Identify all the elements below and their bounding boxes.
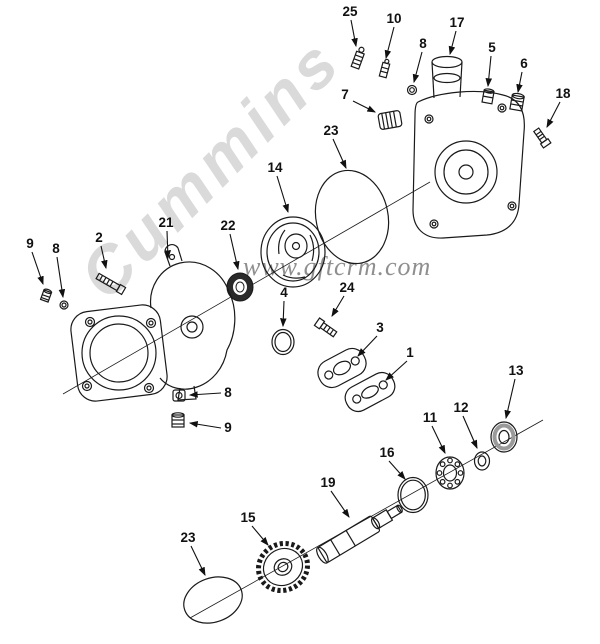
callout-8-lower: 8: [224, 385, 232, 400]
part-24-bolt: [313, 317, 338, 338]
callout-9-lower: 9: [224, 420, 232, 435]
callout-13: 13: [508, 363, 524, 378]
part-9-plug-lower: [171, 412, 185, 428]
callout-11: 11: [423, 410, 438, 425]
part-8-nut-lower: [172, 389, 186, 402]
part-23-gasket-top: [314, 169, 390, 265]
callout-24: 24: [339, 280, 355, 295]
part-7-plug: [377, 110, 403, 130]
part-11-bearing: [435, 456, 465, 490]
callout-23-bottom: 23: [180, 530, 196, 545]
part-17-housing: [412, 55, 525, 239]
part-9-plug-left: [39, 288, 53, 303]
callout-8-left: 8: [52, 241, 60, 256]
callout-17: 17: [449, 15, 464, 30]
callout-labels: 25 10 8 17 5 6 18 7 23 14 22 21 2 9 8 4 …: [26, 4, 571, 545]
part-2-stud: [95, 272, 127, 296]
part-21-pump-body: [70, 244, 236, 402]
part-15-gear: [255, 540, 311, 594]
part-8-oring-left: [59, 300, 69, 310]
part-23-gasket-bottom: [183, 576, 243, 624]
part-6-plug: [509, 92, 525, 112]
callout-19: 19: [320, 475, 335, 490]
callout-10: 10: [386, 11, 401, 26]
part-12-washer: [473, 451, 491, 471]
leader-lines: [31, 19, 561, 576]
part-5-plug: [481, 88, 495, 105]
part-22-seal: [226, 272, 254, 302]
part-4-oring: [271, 328, 295, 356]
callout-14: 14: [267, 160, 283, 175]
callout-22: 22: [220, 218, 235, 233]
callout-2: 2: [95, 230, 103, 245]
callout-18: 18: [555, 86, 571, 101]
callout-23-top: 23: [323, 123, 339, 138]
callout-16: 16: [379, 445, 395, 460]
part-10-fitting: [378, 58, 391, 79]
part-19-shaft: [316, 504, 403, 564]
callout-12: 12: [453, 400, 468, 415]
callout-9-left: 9: [26, 236, 34, 251]
part-25-fitting: [350, 46, 365, 70]
callout-8-top: 8: [419, 36, 427, 51]
callout-5: 5: [488, 40, 496, 55]
callout-4: 4: [280, 285, 288, 300]
callout-3: 3: [376, 320, 384, 335]
callout-15: 15: [240, 510, 256, 525]
part-18-screw: [532, 127, 552, 149]
callout-1: 1: [406, 345, 414, 360]
callout-7: 7: [341, 87, 349, 102]
callout-25: 25: [342, 4, 358, 19]
part-16-retaining-ring: [397, 476, 429, 514]
part-8-oring-top: [406, 84, 418, 96]
callout-6: 6: [520, 56, 528, 71]
part-13-cap: [490, 421, 518, 453]
part-14-impeller: [260, 216, 326, 288]
callout-21: 21: [158, 215, 174, 230]
